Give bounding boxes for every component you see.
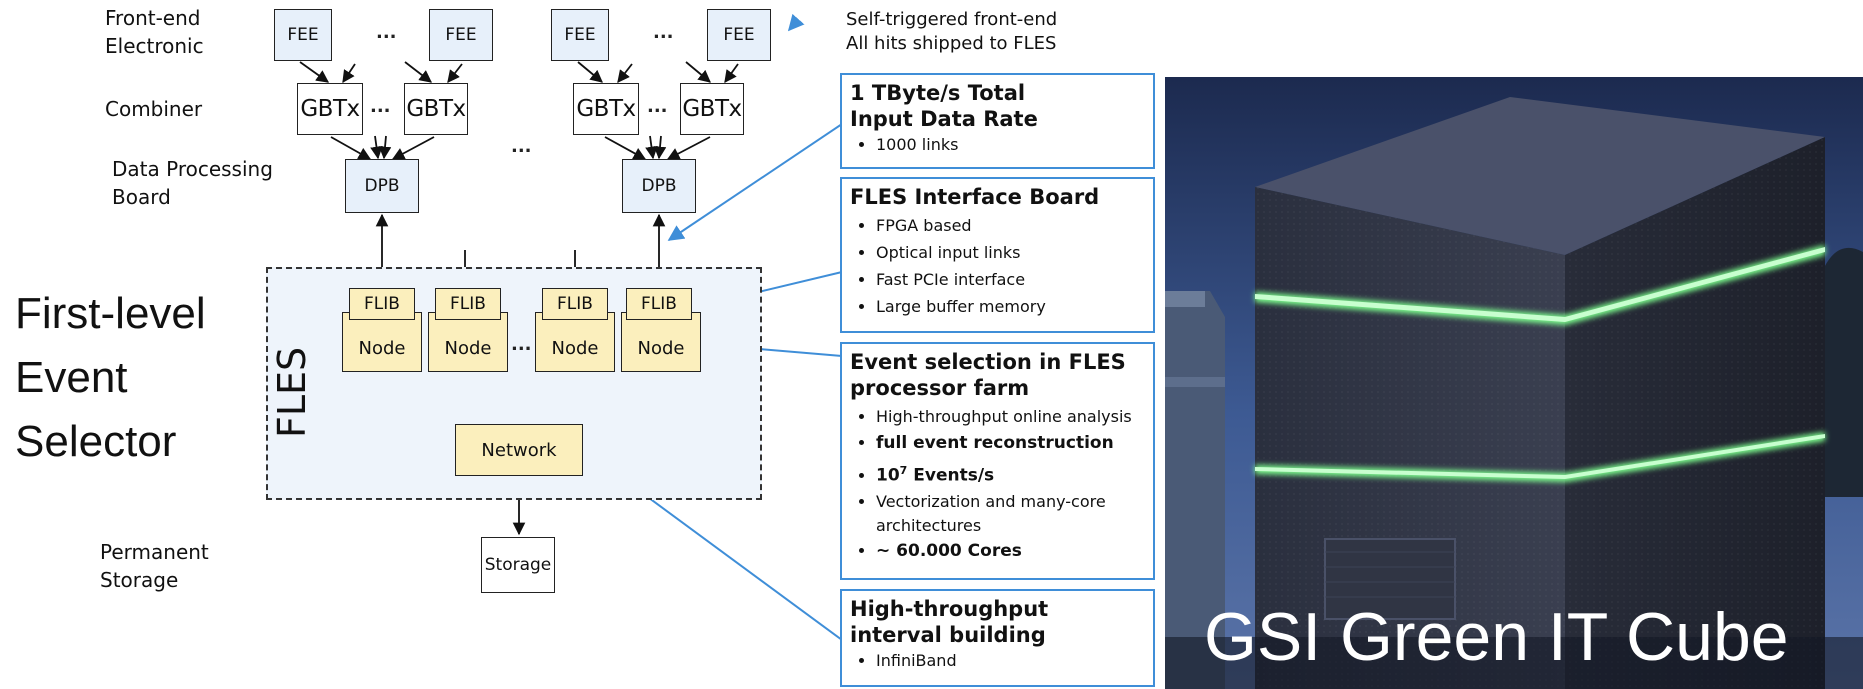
building-illustration	[1165, 77, 1863, 689]
ellipsis: ...	[376, 22, 397, 43]
note-line: All hits shipped to FLES	[846, 33, 1057, 54]
first-level-event-selector-title: First-level Event Selector	[15, 282, 206, 474]
title-line: interval building	[850, 623, 1046, 647]
bullet-item: High-throughput online analysis	[876, 403, 1145, 430]
bullet-item: InfiniBand	[876, 650, 1145, 672]
title-line: Selector	[15, 417, 177, 466]
fee-box: FEE	[707, 9, 771, 61]
title-line: Event	[15, 353, 128, 402]
data-processing-board-label: Data Processing Board	[112, 157, 273, 209]
rate-base: 10	[876, 465, 900, 486]
permanent-storage-label: Permanent Storage	[100, 540, 209, 592]
node-box: Node	[621, 312, 701, 372]
rate-exponent: 7	[899, 464, 908, 477]
node-box: Node	[342, 312, 422, 372]
ellipsis: ...	[511, 136, 532, 157]
title-line: Input Data Rate	[850, 107, 1038, 131]
flib-box: FLIB	[435, 288, 501, 320]
network-info-box: High-throughput interval building Infini…	[840, 589, 1155, 687]
bullet-item: 1000 links	[876, 134, 1145, 156]
fee-box: FEE	[429, 9, 493, 61]
flib-box: FLIB	[542, 288, 608, 320]
node-box: Node	[535, 312, 615, 372]
note-line: Self-triggered front-end	[846, 9, 1058, 30]
gbtx-box: GBTx	[297, 83, 363, 135]
bullet-item: ~ 60.000 Cores	[876, 538, 1145, 565]
green-it-cube-photo	[1165, 77, 1863, 689]
photo-caption: GSI Green IT Cube	[1204, 599, 1789, 675]
ellipsis: ...	[653, 22, 674, 43]
ellipsis: ...	[370, 96, 391, 117]
data-rate-box: 1 TByte/s Total Input Data Rate 1000 lin…	[840, 73, 1155, 169]
farm-info-title: Event selection in FLES processor farm	[850, 349, 1145, 401]
bullet-item: Large buffer memory	[876, 293, 1145, 320]
flib-info-box: FLES Interface Board FPGA based Optical …	[840, 177, 1155, 333]
storage-box: Storage	[481, 537, 555, 593]
ellipsis: ...	[647, 96, 668, 117]
bullet-item: FPGA based	[876, 212, 1145, 239]
fles-label: FLES	[270, 346, 314, 438]
data-rate-title: 1 TByte/s Total Input Data Rate	[850, 80, 1145, 132]
title-line: 1 TByte/s Total	[850, 81, 1026, 105]
title-line: First-level	[15, 289, 206, 338]
combiner-label: Combiner	[105, 97, 203, 121]
network-box: Network	[455, 424, 583, 476]
bullet-item: Vectorization and many-core architecture…	[876, 490, 1145, 538]
gbtx-box: GBTx	[404, 83, 468, 135]
bullet-item: full event reconstruction	[876, 430, 1145, 457]
dpb-box: DPB	[345, 159, 419, 213]
bullet-item: Optical input links	[876, 239, 1145, 266]
title-line: Event selection in FLES	[850, 350, 1126, 374]
dpb-box: DPB	[622, 159, 696, 213]
gbtx-box: GBTx	[680, 83, 744, 135]
flib-box: FLIB	[349, 288, 415, 320]
title-line: High-throughput	[850, 597, 1049, 621]
fee-box: FEE	[551, 9, 609, 61]
self-triggered-note: Self-triggered front-end All hits shippe…	[846, 8, 1057, 56]
bullet-item: Fast PCIe interface	[876, 266, 1145, 293]
flib-box: FLIB	[626, 288, 692, 320]
bullet-item: 107 Events/s	[876, 457, 1145, 490]
fee-box: FEE	[274, 9, 332, 61]
frontend-label: Front-end Electronic	[105, 6, 204, 58]
ellipsis: ...	[511, 334, 532, 355]
farm-info-box: Event selection in FLES processor farm H…	[840, 342, 1155, 580]
node-box: Node	[428, 312, 508, 372]
flib-info-title: FLES Interface Board	[850, 185, 1100, 209]
gbtx-box: GBTx	[573, 83, 639, 135]
network-info-title: High-throughput interval building	[850, 596, 1145, 648]
title-line: processor farm	[850, 376, 1030, 400]
rate-unit: Events/s	[907, 465, 995, 486]
